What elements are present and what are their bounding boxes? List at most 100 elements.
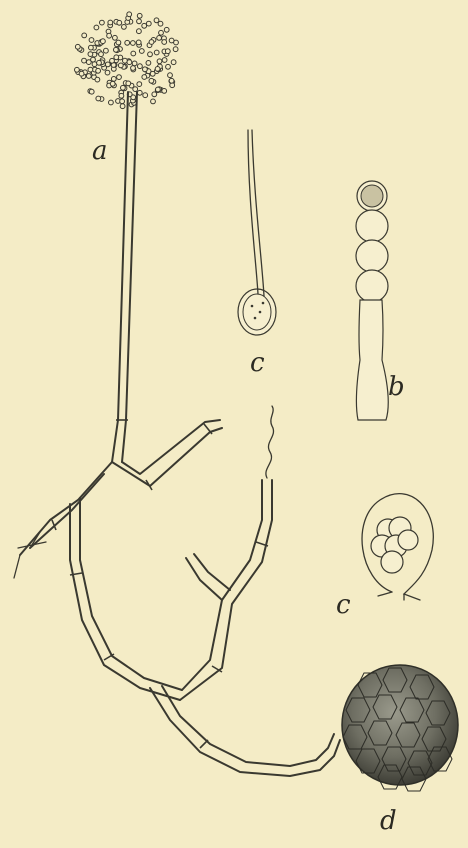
spore-ring	[105, 62, 110, 67]
mycelium-hyphae	[14, 406, 340, 776]
spore-ring	[117, 20, 122, 25]
spore-ring	[173, 47, 178, 52]
label-c-lower: c	[336, 592, 351, 618]
sporangiophore-stalk	[112, 92, 137, 462]
spore-ring	[126, 81, 131, 86]
zygospore-d	[342, 665, 458, 791]
spore-ring	[89, 45, 94, 50]
spore-ring	[86, 74, 91, 79]
spore-ring	[120, 104, 125, 109]
spore-ring	[91, 57, 96, 62]
spore-ring	[75, 67, 80, 72]
spore-ring	[132, 61, 137, 66]
spore-ring	[96, 96, 101, 101]
spore-ring	[125, 40, 130, 45]
spore-ring	[137, 90, 142, 95]
spore-ring	[149, 40, 154, 45]
spore-ring	[164, 27, 169, 32]
spore-ring	[88, 67, 93, 72]
spore-ring	[155, 67, 160, 72]
spore-ring	[143, 93, 148, 98]
spore-ring	[105, 70, 110, 75]
spore-ring	[165, 49, 170, 54]
spore-ring	[82, 33, 87, 38]
spore-ring	[117, 75, 122, 80]
spore-ring	[156, 87, 161, 92]
sporangium-head-a	[75, 12, 179, 109]
spore-ring	[142, 23, 147, 28]
spore-ring	[108, 20, 113, 25]
spore-ring	[137, 82, 142, 87]
spore-ring	[82, 58, 87, 63]
spore-ring	[127, 60, 132, 65]
spore-ring	[137, 13, 142, 18]
spore-ring	[104, 48, 109, 53]
spore-ring	[162, 89, 167, 94]
spore-ring	[110, 81, 115, 86]
spore-ring	[169, 38, 174, 43]
spore-ring	[94, 25, 99, 30]
spore-ring	[79, 71, 84, 76]
spore-ring	[89, 38, 94, 43]
spore-ring	[171, 60, 176, 65]
spore-ring	[168, 73, 173, 78]
spore-ring	[131, 41, 136, 46]
spore-ring	[146, 21, 151, 26]
spore-ring	[142, 75, 147, 80]
label-a: a	[92, 138, 108, 164]
spore-ring	[95, 77, 100, 82]
spore-ring	[137, 19, 142, 24]
spore-ring	[113, 35, 118, 40]
spore-ring	[101, 39, 106, 44]
spore-ring	[119, 93, 124, 98]
spore-ring	[131, 51, 136, 56]
spore-ring	[136, 40, 141, 45]
spore-ring	[97, 60, 102, 65]
spore-ring	[137, 29, 142, 34]
spore-ring	[152, 92, 157, 97]
spore-ring	[162, 40, 167, 45]
spore-ring	[75, 44, 80, 49]
spore-ring	[99, 52, 104, 57]
spore-ring	[149, 78, 154, 83]
spore-ring	[122, 25, 127, 30]
spore-ring	[89, 89, 94, 94]
spore-ring	[110, 58, 115, 63]
spore-ring	[114, 47, 119, 52]
spore-ring	[138, 64, 143, 69]
spore-ring	[154, 18, 159, 23]
spore-ring	[127, 12, 132, 17]
spore-ring	[157, 36, 162, 41]
spore-ring	[96, 68, 101, 73]
label-c-upper: c	[250, 350, 265, 376]
spore-ring	[100, 20, 105, 25]
spore-ring	[88, 52, 93, 57]
spore-ring	[121, 85, 126, 90]
spore-ring	[118, 63, 123, 68]
spore-ring	[131, 66, 136, 71]
spore-ring	[143, 67, 148, 72]
label-b: b	[388, 374, 405, 400]
spore-ring	[114, 55, 119, 60]
spore-ring	[157, 59, 162, 64]
spore-ring	[169, 78, 174, 83]
spore-chain-b	[356, 181, 388, 420]
spore-ring	[109, 100, 114, 105]
spore-ring	[116, 40, 121, 45]
label-d: d	[380, 808, 397, 834]
spore-ring	[146, 61, 151, 66]
sporangium-c-lower	[362, 494, 433, 600]
spore-ring	[139, 49, 144, 54]
spore-ring	[154, 50, 159, 55]
spore-ring	[120, 99, 125, 104]
spore-ring	[148, 52, 153, 57]
spore-ring	[150, 71, 155, 76]
spore-ring	[166, 64, 171, 69]
spore-ring	[162, 58, 167, 63]
spore-ring	[151, 99, 156, 104]
spore-ring	[159, 30, 164, 35]
spore-ring	[107, 33, 112, 38]
spore-ring	[111, 77, 116, 82]
